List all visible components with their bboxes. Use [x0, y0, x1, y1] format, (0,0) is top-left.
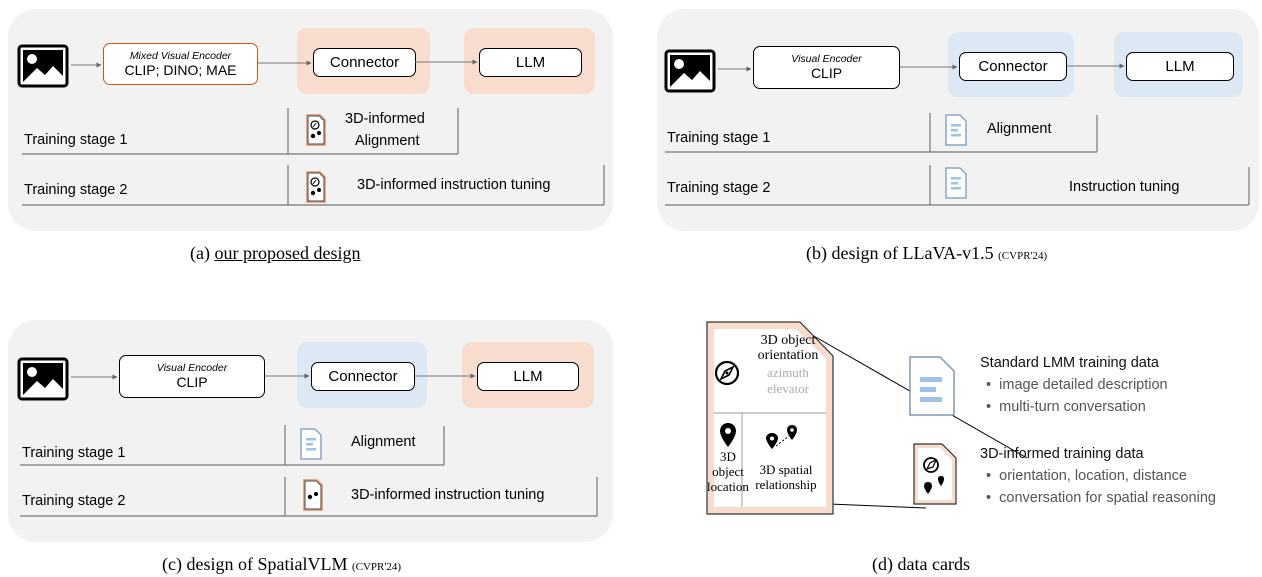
standard-bullet-1: • image detailed description — [986, 377, 1168, 393]
encoder-models: CLIP; DINO; MAE — [124, 61, 237, 78]
connector-box-a: Connector — [313, 48, 416, 77]
connector-label: Connector — [329, 53, 400, 71]
informed-bullet-1: • orientation, location, distance — [986, 468, 1187, 484]
caption-a-prefix: (a) — [190, 243, 215, 263]
llm-label: LLM — [513, 367, 543, 385]
encoder-models: CLIP — [810, 65, 843, 82]
informed-bullet-2-text: conversation for spatial reasoning — [999, 490, 1216, 506]
caption-c-main: (c) design of SpatialVLM — [162, 554, 352, 574]
connector-label: Connector — [328, 367, 398, 385]
stage2-label-a: Training stage 2 — [24, 182, 128, 198]
card-spatial-line1: 3D spatial — [759, 462, 813, 477]
llm-label: LLM — [1165, 57, 1195, 75]
stage2-label-c: Training stage 2 — [22, 493, 126, 509]
caption-a-main: our proposed design — [214, 243, 361, 263]
caption-c-venue: (CVPR'24) — [351, 561, 402, 573]
informed-bullet-2: • conversation for spatial reasoning — [986, 490, 1216, 506]
caption-d: (d) data cards — [872, 554, 970, 574]
encoder-models: CLIP — [176, 374, 208, 391]
card-location-line1: 3D — [720, 449, 736, 464]
compass-icon — [714, 360, 740, 386]
llm-box-a: LLM — [479, 48, 582, 77]
stage2-data-b: Instruction tuning — [1069, 179, 1180, 195]
connector-box-b: Connector — [959, 52, 1067, 81]
llm-box-b: LLM — [1126, 52, 1234, 81]
card-spatial-line2: relationship — [755, 477, 817, 492]
image-icon — [664, 49, 716, 98]
llm-label: LLM — [515, 53, 546, 71]
3d-data-card-icon — [305, 170, 327, 209]
stage2-label-b: Training stage 2 — [667, 180, 771, 196]
large-3d-data-card: 3D object orientation azimuth elevator 3… — [705, 320, 835, 516]
stage1-data-b: Alignment — [987, 121, 1052, 137]
card-elevator: elevator — [767, 381, 809, 396]
stage2-data-a: 3D-informed instruction tuning — [357, 177, 551, 193]
3d-data-card-icon — [912, 442, 958, 511]
standard-bullet-2: • multi-turn conversation — [986, 399, 1146, 415]
card-orientation-line2: orientation — [757, 348, 819, 363]
3d-data-card-icon — [302, 478, 324, 517]
encoder-title: Visual Encoder — [791, 53, 862, 66]
caption-b-main: (b) design of LLaVA-v1.5 — [806, 243, 999, 263]
encoder-box-c: Visual Encoder CLIP — [119, 355, 265, 398]
standard-bullet-2-text: multi-turn conversation — [999, 399, 1146, 415]
stage1-data-a-line2: Alignment — [355, 133, 420, 149]
informed-data-title: 3D-informed training data — [980, 446, 1144, 462]
caption-a: (a) our proposed design — [190, 243, 360, 264]
card-orientation-line1: 3D object — [760, 333, 816, 348]
image-icon — [17, 357, 69, 406]
standard-data-title: Standard LMM training data — [980, 355, 1159, 371]
stage1-label-a: Training stage 1 — [24, 132, 128, 148]
encoder-box-b: Visual Encoder CLIP — [753, 46, 900, 89]
card-location-line3: location — [707, 479, 749, 494]
document-icon — [944, 113, 968, 152]
encoder-title: Mixed Visual Encoder — [129, 49, 232, 62]
caption-b: (b) design of LLaVA-v1.5 (CVPR'24) — [806, 243, 1047, 264]
stage1-label-c: Training stage 1 — [22, 445, 126, 461]
encoder-title: Visual Encoder — [156, 362, 228, 375]
3d-data-card-icon — [305, 113, 327, 152]
standard-bullet-1-text: image detailed description — [999, 377, 1168, 393]
stage1-label-b: Training stage 1 — [667, 130, 771, 146]
llm-box-c: LLM — [477, 362, 579, 391]
document-icon — [908, 355, 956, 422]
caption-c: (c) design of SpatialVLM (CVPR'24) — [162, 554, 401, 575]
card-azimuth: azimuth — [767, 365, 809, 380]
card-location-line2: object — [712, 464, 744, 479]
document-icon — [299, 427, 323, 466]
location-pin-icon — [720, 423, 736, 447]
stage1-data-c: Alignment — [351, 434, 416, 450]
caption-b-venue: (CVPR'24) — [998, 250, 1048, 262]
connector-box-c: Connector — [311, 362, 415, 391]
encoder-box-a: Mixed Visual Encoder CLIP; DINO; MAE — [103, 43, 258, 85]
connector-label: Connector — [978, 57, 1048, 75]
document-icon — [944, 166, 968, 205]
informed-bullet-1-text: orientation, location, distance — [999, 468, 1187, 484]
location-pin-icon — [766, 425, 797, 449]
stage1-data-a-line1: 3D-informed — [345, 111, 425, 127]
stage2-data-c: 3D-informed instruction tuning — [351, 487, 545, 503]
image-icon — [17, 44, 69, 93]
